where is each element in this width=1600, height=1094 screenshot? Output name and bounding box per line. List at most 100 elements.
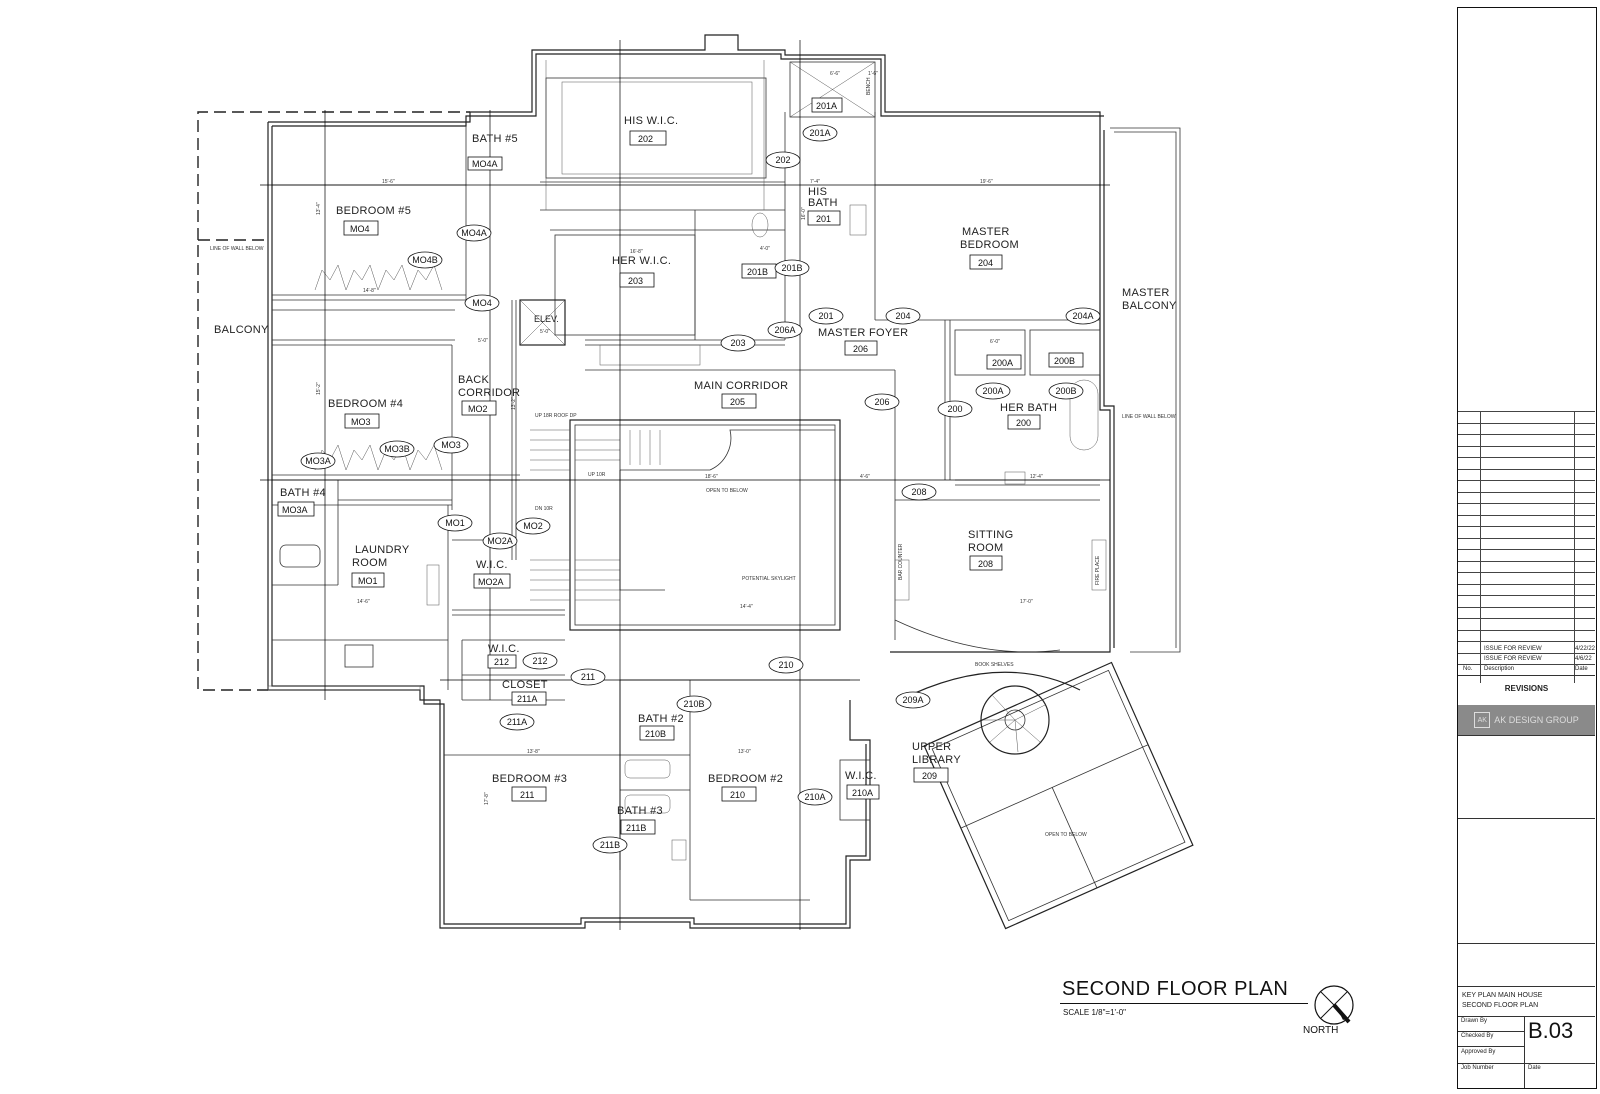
- divider: [1458, 1031, 1524, 1032]
- door-tag-label: MO2A: [487, 536, 513, 546]
- dim-text: 15'-2": [316, 382, 322, 395]
- divider: [1458, 735, 1595, 736]
- door-tag: 210A: [797, 788, 833, 806]
- open-to-below-note: OPEN TO BELOW: [706, 488, 748, 494]
- potential-skylight-note: POTENTIAL SKYLIGHT: [742, 576, 796, 582]
- revision-row-line: [1458, 491, 1595, 493]
- room-name: BEDROOM #2: [708, 773, 783, 785]
- revision-row-line: [1458, 618, 1595, 619]
- room-number: 200B: [1054, 356, 1075, 366]
- room-number: 201B: [747, 267, 768, 277]
- door-tag: MO3B: [379, 440, 415, 458]
- room-number: MO3: [351, 417, 371, 427]
- room-number: 201: [816, 214, 831, 224]
- door-tag: 203: [720, 334, 756, 352]
- notes: OPEN TO BELOW POTENTIAL SKYLIGHT LINE OF…: [210, 77, 1176, 838]
- dim-text: 17'-8": [484, 792, 490, 805]
- door-tag: 200A: [975, 382, 1011, 400]
- door-tag-label: 211: [581, 672, 595, 682]
- door-tag-label: 204A: [1072, 311, 1093, 321]
- room-name: ELEV.: [534, 314, 559, 324]
- room-name: W.I.C.: [845, 770, 877, 782]
- stair-note: UP 18R ROOF DP: [535, 413, 577, 419]
- door-tag: 206A: [767, 321, 803, 339]
- door-tag-label: 200: [947, 404, 962, 414]
- room-name: BALCONY: [1122, 300, 1177, 312]
- room-labels: HIS W.I.C. 202 BATH #5 MO4A BEDROOM #5 M…: [214, 97, 1177, 835]
- room-number: 210A: [852, 788, 873, 798]
- divider: [1458, 818, 1595, 819]
- room-name: SITTING: [968, 529, 1014, 541]
- door-tag: MO3A: [300, 452, 336, 470]
- door-tag-label: 201: [818, 311, 833, 321]
- firm-name: AK DESIGN GROUP: [1494, 715, 1579, 725]
- rev-column-divider: [1480, 411, 1481, 683]
- line-of-wall-below-note: LINE OF WALL BELOW: [1122, 414, 1176, 420]
- door-tag-label: 212: [532, 656, 547, 666]
- grid-lines: [260, 40, 1110, 930]
- balcony-outlines: [197, 111, 1181, 691]
- room-name: HER W.I.C.: [612, 255, 671, 267]
- revision-row-line: [1458, 549, 1595, 550]
- room-name: W.I.C.: [488, 643, 520, 655]
- stair-note: DN 10R: [535, 506, 553, 512]
- revision-row-line: [1458, 503, 1595, 504]
- checked-by-label: Checked By: [1461, 1033, 1494, 1039]
- revision-row-line: [1458, 537, 1595, 539]
- room-name: BEDROOM #4: [328, 398, 403, 410]
- door-tag: MO2A: [482, 532, 518, 550]
- room-number: 200: [1016, 418, 1031, 428]
- revision-description: ISSUE FOR REVIEW: [1484, 656, 1542, 662]
- room-number: 202: [638, 134, 653, 144]
- room-name: LIBRARY: [912, 754, 961, 766]
- room-number: MO2: [468, 404, 488, 414]
- room-number: 210B: [645, 729, 666, 739]
- revision-row-line: [1458, 445, 1595, 447]
- room-number: MO4: [350, 224, 370, 234]
- door-tag: 202: [765, 151, 801, 169]
- room-name: BALCONY: [214, 324, 269, 336]
- door-tag-label: MO3B: [384, 444, 410, 454]
- col-description: Description: [1484, 666, 1515, 672]
- dim-text: 6'-6": [830, 71, 840, 77]
- dim-text: 13'-8": [527, 749, 540, 755]
- door-tag: 201: [808, 307, 844, 325]
- door-tag-label: 206: [874, 397, 889, 407]
- door-tag-label: 210: [778, 660, 793, 670]
- stair-note: UP 10R: [588, 472, 606, 478]
- door-tag: MO4: [464, 294, 500, 312]
- drawing-scale: SCALE 1/8"=1'-0": [1063, 1008, 1127, 1017]
- dim-text: 7'-4": [810, 179, 820, 185]
- dim-text: 13'-4": [316, 202, 322, 215]
- revision-row-line: [1458, 664, 1595, 665]
- room-number: 212: [494, 657, 509, 667]
- revisions-heading: REVISIONS: [1504, 684, 1549, 693]
- divider: [1458, 1016, 1595, 1017]
- door-tag-label: 204: [895, 311, 910, 321]
- revision-description: ISSUE FOR REVIEW: [1484, 646, 1542, 652]
- firm-logo: AK AK DESIGN GROUP: [1458, 705, 1595, 735]
- revision-row-line: [1458, 583, 1595, 585]
- dim-text: 6'-0": [990, 339, 1000, 345]
- room-number: 209: [922, 771, 937, 781]
- dim-text: 17'-0": [1020, 599, 1033, 605]
- dim-text: 4'-0": [760, 246, 770, 252]
- door-tag-label: MO4: [472, 298, 492, 308]
- door-tag-label: 210A: [804, 792, 825, 802]
- dim-text: 14'-8": [363, 288, 376, 294]
- door-tag: 210B: [676, 695, 712, 713]
- door-tag: MO3: [433, 436, 469, 454]
- revision-row-line: [1458, 457, 1595, 458]
- dim-text: 16'-8": [630, 249, 643, 255]
- approved-by-label: Approved By: [1461, 1049, 1496, 1055]
- room-number: 211A: [517, 694, 537, 704]
- revision-row-line: [1458, 514, 1595, 516]
- room-number: 210: [730, 790, 745, 800]
- room-number: 211B: [626, 823, 646, 833]
- line-of-wall-below-note: LINE OF WALL BELOW: [210, 246, 264, 252]
- date-label: Date: [1528, 1065, 1541, 1071]
- room-name: BEDROOM #3: [492, 773, 567, 785]
- door-tag-label: 208: [911, 487, 926, 497]
- room-number: 203: [628, 276, 643, 286]
